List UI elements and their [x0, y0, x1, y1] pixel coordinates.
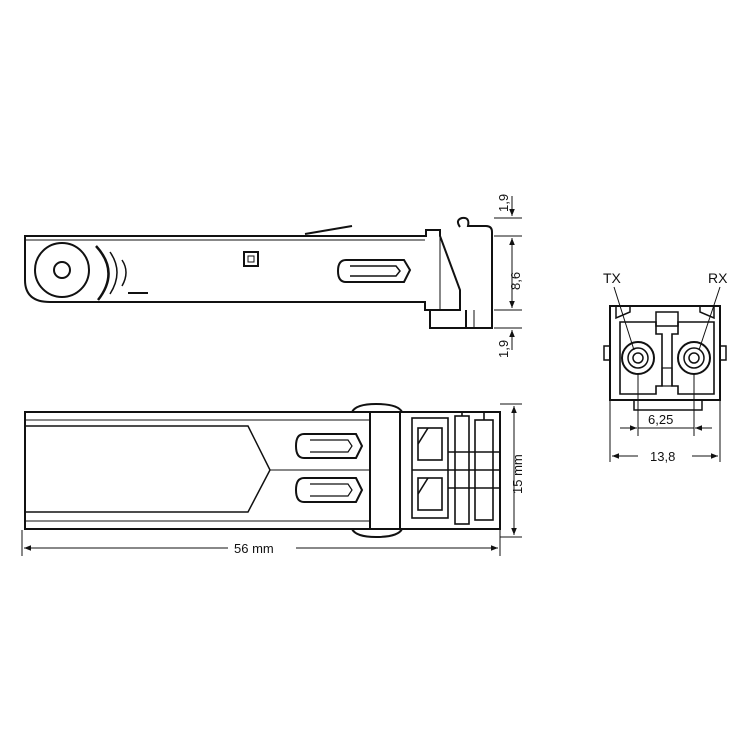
dim-height-side: 8,6	[508, 272, 523, 290]
side-view-slot	[336, 259, 412, 283]
front-view	[603, 305, 727, 411]
dim-front-width: 13,8	[650, 449, 675, 464]
tx-housing	[619, 321, 663, 395]
dim-width-mm: 15 mm	[510, 454, 525, 494]
dim-bottom-gap: 1,9	[496, 340, 511, 358]
top-view-slot-1	[294, 433, 364, 459]
top-view	[24, 402, 501, 539]
tx-port	[621, 341, 655, 375]
bail-lever	[456, 216, 493, 329]
side-view-outline	[24, 229, 461, 311]
side-view-bail-circle	[34, 242, 90, 298]
label-rx: RX	[708, 270, 728, 286]
top-view-slot-2	[294, 477, 364, 503]
port-leaders	[613, 286, 721, 351]
top-dimensions	[21, 403, 522, 556]
side-dimensions	[494, 196, 522, 350]
latch-ramp	[304, 225, 353, 235]
rx-port	[677, 341, 711, 375]
side-view-square	[243, 251, 259, 267]
top-view-receptacles	[411, 412, 500, 525]
top-view-latch	[351, 402, 403, 539]
side-view	[24, 216, 493, 329]
front-dimensions	[609, 374, 721, 462]
label-tx: TX	[603, 270, 622, 286]
dim-port-pitch: 6,25	[648, 412, 673, 427]
dim-length-mm: 56 mm	[234, 541, 274, 556]
dim-top-gap: 1,9	[496, 194, 511, 212]
